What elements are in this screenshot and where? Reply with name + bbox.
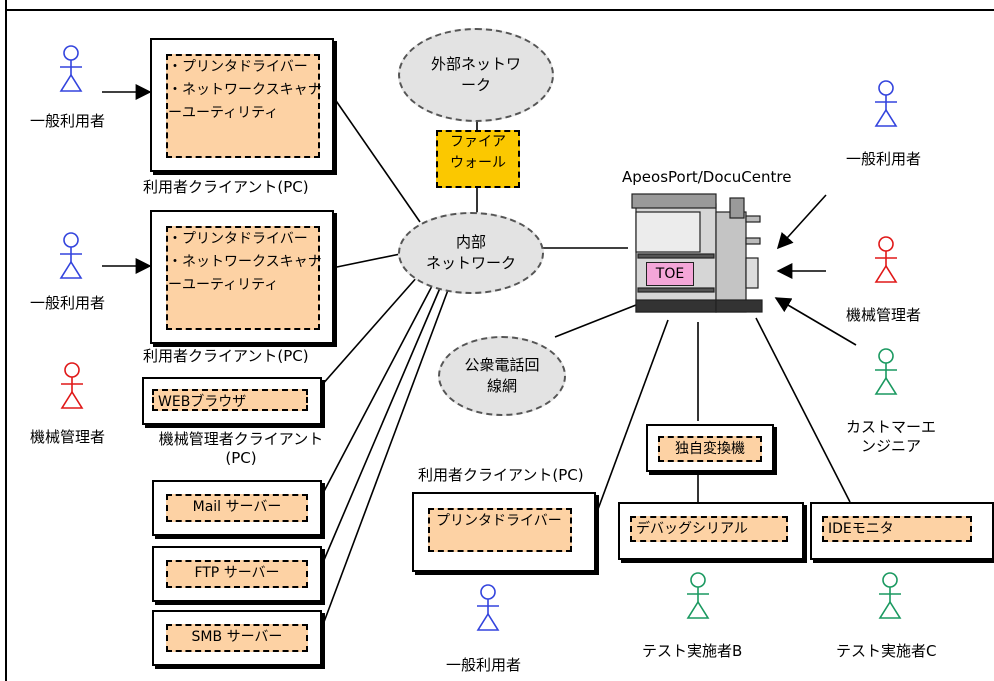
multifunction-printer-icon — [631, 193, 763, 313]
admin-figure-icon — [874, 236, 898, 283]
user-client-pc-box: ・プリンタドライバー ・ネットワークスキャナ ーユーティリティ — [150, 210, 334, 344]
engineer-label: カストマーエ ンジニア — [845, 418, 936, 455]
general-user-label: 一般利用者 — [30, 112, 106, 130]
internal-network-cloud: 内部 ネットワーク — [398, 212, 544, 294]
mail-server-box: Mail サーバー — [152, 480, 322, 536]
general-user-label: 一般利用者 — [30, 294, 106, 312]
admin-figure-icon — [60, 362, 84, 409]
ide-monitor-box: IDEモニタ — [810, 502, 994, 560]
tester-b-figure-icon — [686, 572, 710, 619]
smb-server-box: SMB サーバー — [152, 610, 322, 666]
mail-server-label: Mail サーバー — [166, 494, 308, 522]
bottom-client-pc-box: プリンタドライバー — [412, 492, 596, 572]
admin-label: 機械管理者 — [846, 306, 922, 324]
engineer-figure-icon — [874, 348, 898, 395]
user-client-pc-label: 利用者クライアント(PC) — [143, 347, 309, 365]
user-client-pc-label: 利用者クライアント(PC) — [143, 178, 309, 196]
debug-serial-box: デバッグシリアル — [618, 502, 804, 560]
general-user-label: 一般利用者 — [846, 150, 922, 168]
debug-serial-label: デバッグシリアル — [630, 516, 788, 542]
ftp-server-label: FTP サーバー — [166, 560, 308, 588]
bottom-client-pc-label: 利用者クライアント(PC) — [418, 466, 584, 484]
smb-server-label: SMB サーバー — [166, 624, 308, 652]
general-user-figure-icon — [59, 232, 83, 279]
tester-c-figure-icon — [878, 572, 902, 619]
tester-b-label: テスト実施者B — [642, 642, 743, 660]
admin-client-pc-label: 機械管理者クライアント (PC) — [158, 430, 324, 467]
converter-box: 独自変換機 — [646, 424, 774, 472]
tester-c-label: テスト実施者C — [836, 642, 937, 660]
converter-label: 独自変換機 — [658, 436, 762, 462]
toe-label: TOE — [646, 262, 694, 286]
general-user-figure-icon — [59, 45, 83, 92]
admin-label: 機械管理者 — [30, 428, 106, 446]
firewall-box: ファイア ウォール — [436, 130, 520, 188]
client-software-box: ・プリンタドライバー ・ネットワークスキャナ ーユーティリティ — [166, 54, 322, 158]
general-user-figure-icon — [874, 80, 898, 127]
general-user-label: 一般利用者 — [446, 656, 522, 674]
device-name-label: ApeosPort/DocuCentre — [622, 168, 792, 186]
external-network-cloud: 外部ネットワ ーク — [398, 28, 554, 122]
web-browser-box: WEBブラウザ — [152, 389, 308, 411]
user-client-pc-box: ・プリンタドライバー ・ネットワークスキャナ ーユーティリティ — [150, 38, 334, 172]
client-software-box: ・プリンタドライバー ・ネットワークスキャナ ーユーティリティ — [166, 226, 322, 330]
ide-monitor-label: IDEモニタ — [822, 516, 972, 542]
general-user-figure-icon — [476, 584, 500, 631]
printer-driver-box: プリンタドライバー — [428, 508, 572, 552]
admin-client-pc-box: WEBブラウザ — [142, 377, 322, 425]
phone-network-cloud: 公衆電話回 線網 — [438, 336, 566, 416]
ftp-server-box: FTP サーバー — [152, 546, 322, 602]
